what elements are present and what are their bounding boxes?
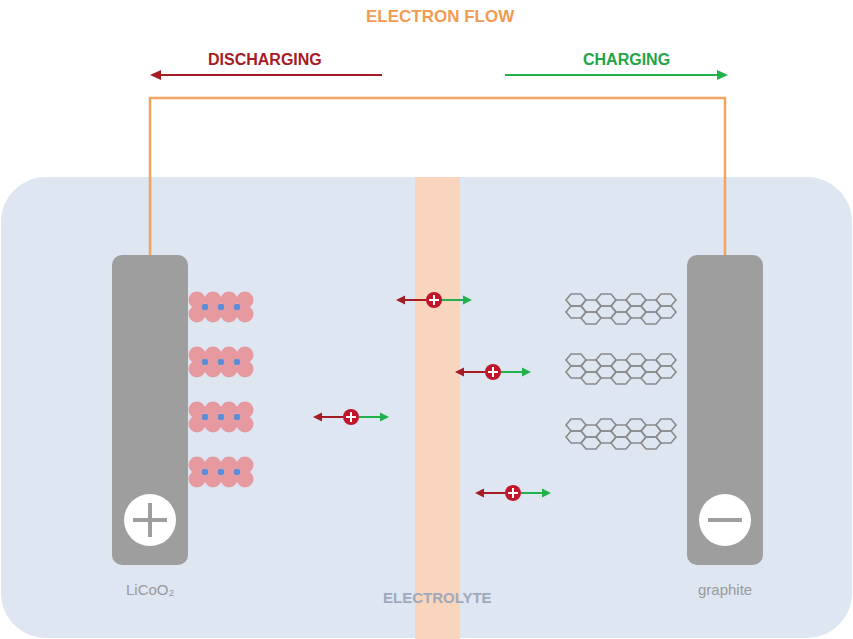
minus-symbol <box>708 518 742 522</box>
electrolyte-band <box>415 177 460 639</box>
graphene-hex <box>656 294 676 306</box>
electrode: LiCoO₂ <box>112 255 188 565</box>
lithium-site <box>218 414 224 420</box>
electrolyte-label: ELECTROLYTE <box>383 589 492 607</box>
lithium-site <box>234 469 240 475</box>
discharge-arrow <box>321 416 343 418</box>
lithium-ion <box>505 485 521 501</box>
plus-symbol <box>133 503 167 537</box>
lithium-site <box>202 359 208 365</box>
graphene-hex <box>656 419 676 431</box>
ion-charge <box>346 412 356 422</box>
discharge-arrow <box>404 299 426 301</box>
lithium-ion <box>343 409 359 425</box>
discharge-arrowhead <box>150 70 161 80</box>
diagram-title: ELECTRON FLOW <box>366 7 514 27</box>
charge-arrowhead <box>380 413 389 422</box>
electrode-layers <box>189 292 677 488</box>
charge-arrowhead <box>522 368 531 377</box>
lithium-site <box>202 469 208 475</box>
discharge-arrowhead <box>313 413 322 422</box>
lithium-site <box>234 359 240 365</box>
mode-label: DISCHARGING <box>208 50 322 69</box>
electrode-label: graphite <box>698 581 752 599</box>
charge-arrow <box>442 299 464 301</box>
charge-arrowhead <box>717 70 728 80</box>
mode-label: CHARGING <box>583 50 670 69</box>
lithium-site <box>218 359 224 365</box>
electrode-label: LiCoO₂ <box>126 581 174 599</box>
ion-charge <box>488 367 498 377</box>
discharge-arrow <box>463 371 485 373</box>
lithium-site <box>234 304 240 310</box>
charge-arrow <box>359 416 381 418</box>
charge-arrowhead <box>463 296 472 305</box>
lithium-site <box>202 304 208 310</box>
external-wire <box>150 98 725 255</box>
lithium-ion <box>426 292 442 308</box>
discharge-arrow <box>483 492 505 494</box>
graphene-hex <box>656 354 676 366</box>
graphene-hex <box>656 306 676 318</box>
charge-arrow <box>521 492 543 494</box>
lithium-site <box>202 414 208 420</box>
lithium-ions <box>313 292 551 501</box>
lithium-site <box>218 469 224 475</box>
charge-arrow <box>505 74 717 76</box>
positive-terminal <box>124 494 176 546</box>
ion-charge <box>429 295 439 305</box>
charge-arrowhead <box>542 489 551 498</box>
graphene-hex <box>656 431 676 443</box>
discharge-arrowhead <box>475 489 484 498</box>
ion-charge <box>508 488 518 498</box>
anode-plate <box>687 255 763 565</box>
lithium-site <box>234 414 240 420</box>
discharge-arrowhead <box>396 296 405 305</box>
discharge-arrowhead <box>455 368 464 377</box>
discharge-arrow <box>160 74 382 76</box>
negative-terminal <box>699 494 751 546</box>
lithium-ion <box>485 364 501 380</box>
graphene-hex <box>656 366 676 378</box>
charge-arrow <box>501 371 523 373</box>
cathode-plate <box>112 255 188 565</box>
electrode: graphite <box>687 255 763 565</box>
lithium-site <box>218 304 224 310</box>
